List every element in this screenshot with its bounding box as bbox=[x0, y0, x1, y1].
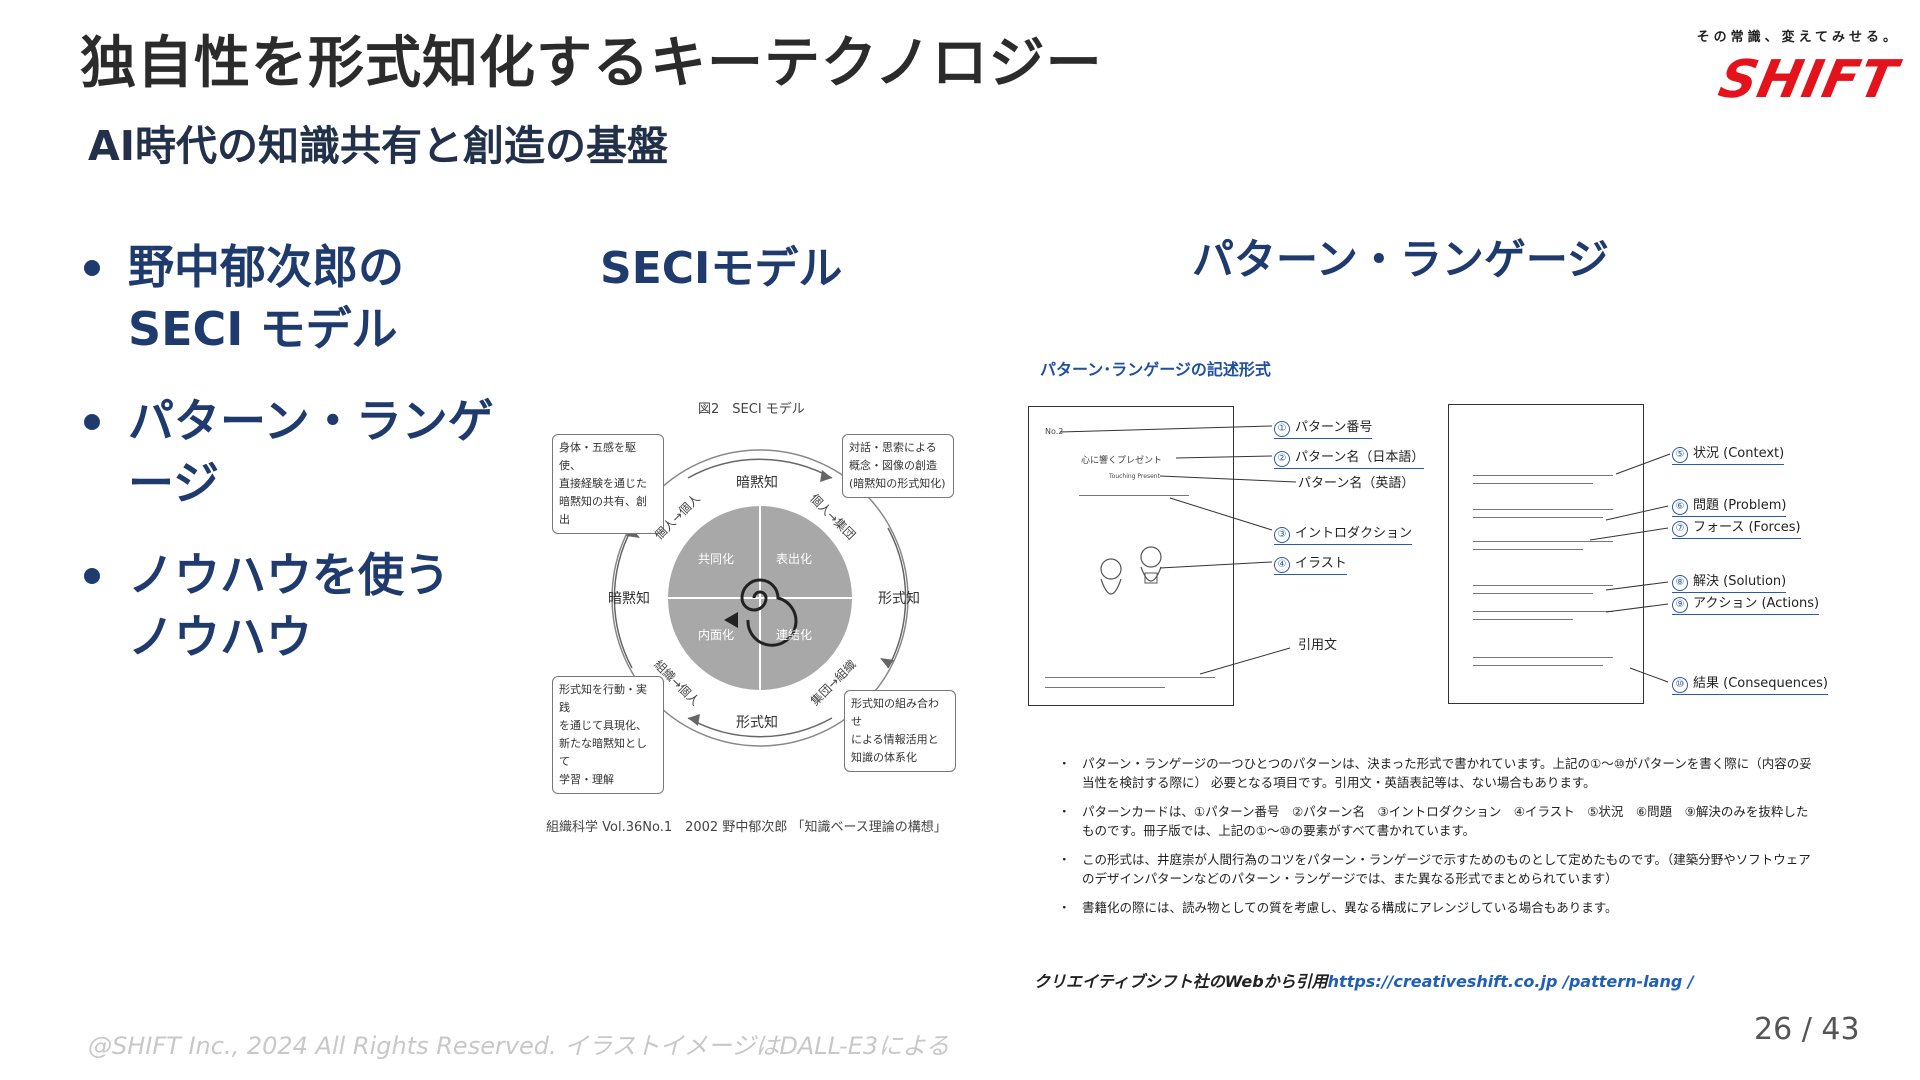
seci-circle-graphic bbox=[611, 449, 909, 747]
citation-link[interactable]: https://creativeshift.co.jp /pattern-lan… bbox=[1327, 972, 1694, 991]
citation-text: クリエイティブシフト社のWebから引用 bbox=[1034, 972, 1328, 991]
pattern-language-heading: パターン・ランゲージ bbox=[1192, 235, 1610, 284]
page-title: 独自性を形式知化するキーテクノロジー bbox=[80, 31, 1103, 96]
bullet-list: 野中郁次郎の SECI モデル パターン・ランゲ ージ ノウハウを使う ノウハウ bbox=[84, 236, 524, 698]
seci-diagram: 図2 SECI モデル 身体・五感を駆使、 直接経験を通じた 暗黙知の共有、創出… bbox=[548, 398, 968, 794]
note-item: 書籍化の際には、読み物としての質を考慮し、異なる構成にアレンジしている場合もあり… bbox=[1058, 898, 1818, 917]
pattern-card-front: No.2 心に響くプレゼント Touching Present bbox=[1028, 406, 1234, 706]
quadrant-externalization: 表出化 bbox=[776, 552, 813, 566]
card-text-line bbox=[1079, 495, 1189, 496]
card-text-line bbox=[1473, 619, 1573, 620]
logo-wordmark: SHIFT bbox=[1713, 50, 1903, 110]
card-text-line bbox=[1473, 517, 1603, 518]
card-name-ja: 心に響くプレゼント bbox=[1081, 456, 1163, 466]
quadrant-internalization: 内面化 bbox=[698, 628, 735, 642]
callout-quote: 引用文 bbox=[1298, 638, 1338, 653]
card-quote-line bbox=[1045, 677, 1215, 678]
seci-label-top: 暗黙知 bbox=[736, 475, 778, 491]
shift-logo: その常識、変えてみせる。 SHIFT bbox=[1680, 26, 1903, 110]
card-text-line bbox=[1473, 657, 1613, 658]
pattern-figure-title: パターン･ランゲージの記述形式 bbox=[1040, 360, 1271, 379]
card-text-line bbox=[1473, 585, 1613, 586]
bullet-dot bbox=[84, 414, 100, 430]
seci-box-bottom-right: 形式知の組み合わせ による情報活用と 知識の体系化 bbox=[844, 690, 956, 772]
seci-heading: SECIモデル bbox=[600, 243, 843, 294]
card-text-line bbox=[1473, 549, 1583, 550]
seci-box-top-right: 対話・思索による 概念・図像の創造 (暗黙知の形式知化) bbox=[842, 434, 954, 498]
card-number: No.2 bbox=[1045, 427, 1064, 436]
quadrant-combination: 連結化 bbox=[776, 628, 813, 642]
card-illustration-icon bbox=[1100, 546, 1162, 595]
bullet-item-cont: SECI モデル bbox=[128, 302, 398, 356]
bullet-dot bbox=[84, 260, 100, 276]
seci-box-bottom-left: 形式知を行動・実践 を通じて具現化、 新たな暗黙知として 学習・理解 bbox=[552, 676, 664, 794]
page-subtitle: AI時代の知識共有と創造の基盤 bbox=[88, 122, 668, 170]
bullet-item: パターン・ランゲ bbox=[84, 390, 524, 452]
card-text-line bbox=[1473, 475, 1613, 476]
citation: クリエイティブシフト社のWebから引用https://creativeshift… bbox=[1034, 968, 1694, 992]
card-text-line bbox=[1473, 665, 1603, 666]
bullet-item-cont: ノウハウ bbox=[128, 610, 312, 664]
card-text-line bbox=[1473, 611, 1613, 612]
card-text-line bbox=[1473, 509, 1613, 510]
seci-label-bottom: 形式知 bbox=[736, 715, 778, 731]
pattern-card-back bbox=[1448, 404, 1644, 704]
quadrant-socialization: 共同化 bbox=[698, 552, 735, 566]
seci-label-left: 暗黙知 bbox=[608, 591, 650, 607]
seci-source: 組織科学 Vol.36No.1 2002 野中郁次郎 「知識ベース理論の構想」 bbox=[546, 820, 947, 835]
note-item: パターン・ランゲージの一つひとつのパターンは、決まった形式で書かれています。上記… bbox=[1058, 754, 1818, 792]
seci-label-right: 形式知 bbox=[878, 591, 920, 607]
logo-tagline: その常識、変えてみせる。 bbox=[1696, 30, 1900, 45]
seci-box-top-left: 身体・五感を駆使、 直接経験を通じた 暗黙知の共有、創出 bbox=[552, 434, 664, 534]
bullet-dot bbox=[84, 568, 100, 584]
bullet-item: ノウハウを使う bbox=[84, 544, 524, 606]
card-name-en: Touching Present bbox=[1109, 473, 1160, 480]
footer-copyright: @SHIFT Inc., 2024 All Rights Reserved. イ… bbox=[88, 1032, 950, 1060]
card-text-line bbox=[1473, 541, 1613, 542]
seci-caption: 図2 SECI モデル bbox=[698, 402, 805, 417]
bullet-item-cont: ージ bbox=[128, 456, 220, 510]
card-text-line bbox=[1473, 483, 1593, 484]
note-item: パターンカードは、①パターン番号 ②パターン名 ③イントロダクション ④イラスト… bbox=[1058, 802, 1818, 840]
pattern-notes: パターン・ランゲージの一つひとつのパターンは、決まった形式で書かれています。上記… bbox=[1058, 754, 1818, 927]
card-quote-line bbox=[1045, 687, 1165, 688]
callout-pattern-name-en: パターン名（英語） bbox=[1298, 476, 1415, 491]
note-item: この形式は、井庭崇が人間行為のコツをパターン・ランゲージで示すためのものとして定… bbox=[1058, 850, 1818, 888]
bullet-item: 野中郁次郎の bbox=[84, 236, 524, 298]
page-number: 26 / 43 bbox=[1754, 1012, 1860, 1047]
card-text-line bbox=[1473, 593, 1593, 594]
